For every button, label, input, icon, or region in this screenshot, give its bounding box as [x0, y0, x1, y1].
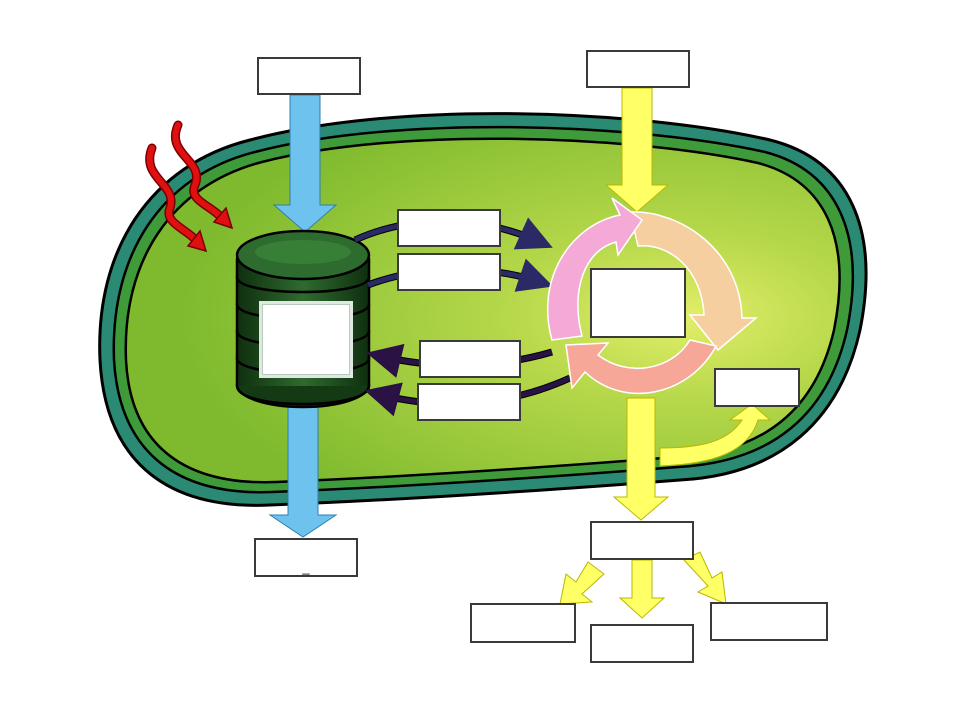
grana-center-box[interactable] [259, 301, 353, 378]
product-right-box[interactable] [710, 602, 828, 641]
product-arrow-left [559, 561, 605, 605]
product-center-box[interactable] [590, 624, 694, 663]
sugar-output-arrow [612, 397, 670, 521]
product-left-box[interactable] [470, 603, 576, 643]
recycle-arrow [659, 403, 772, 467]
output-hub-box[interactable] [590, 521, 694, 560]
product-arrow-center [618, 559, 666, 619]
mid-bottom-box-2[interactable] [417, 383, 521, 421]
chloroplast-membrane [98, 112, 868, 507]
light-arrows [145, 120, 234, 253]
input-left-box[interactable] [257, 57, 361, 95]
cycle-center-box[interactable] [590, 268, 686, 338]
product-arrow-right [683, 551, 727, 605]
output-left-box[interactable]: _ [254, 538, 358, 577]
mid-top-box-1[interactable] [397, 209, 501, 247]
oxygen-output-arrow [268, 404, 338, 538]
water-input-arrow [272, 94, 338, 233]
mid-top-box-2[interactable] [397, 253, 501, 291]
mid-bottom-box-1[interactable] [419, 340, 521, 378]
right-side-box[interactable] [714, 368, 800, 407]
calvin-cycle [547, 197, 759, 395]
input-right-box[interactable] [586, 50, 690, 88]
co2-input-arrow [604, 87, 670, 213]
